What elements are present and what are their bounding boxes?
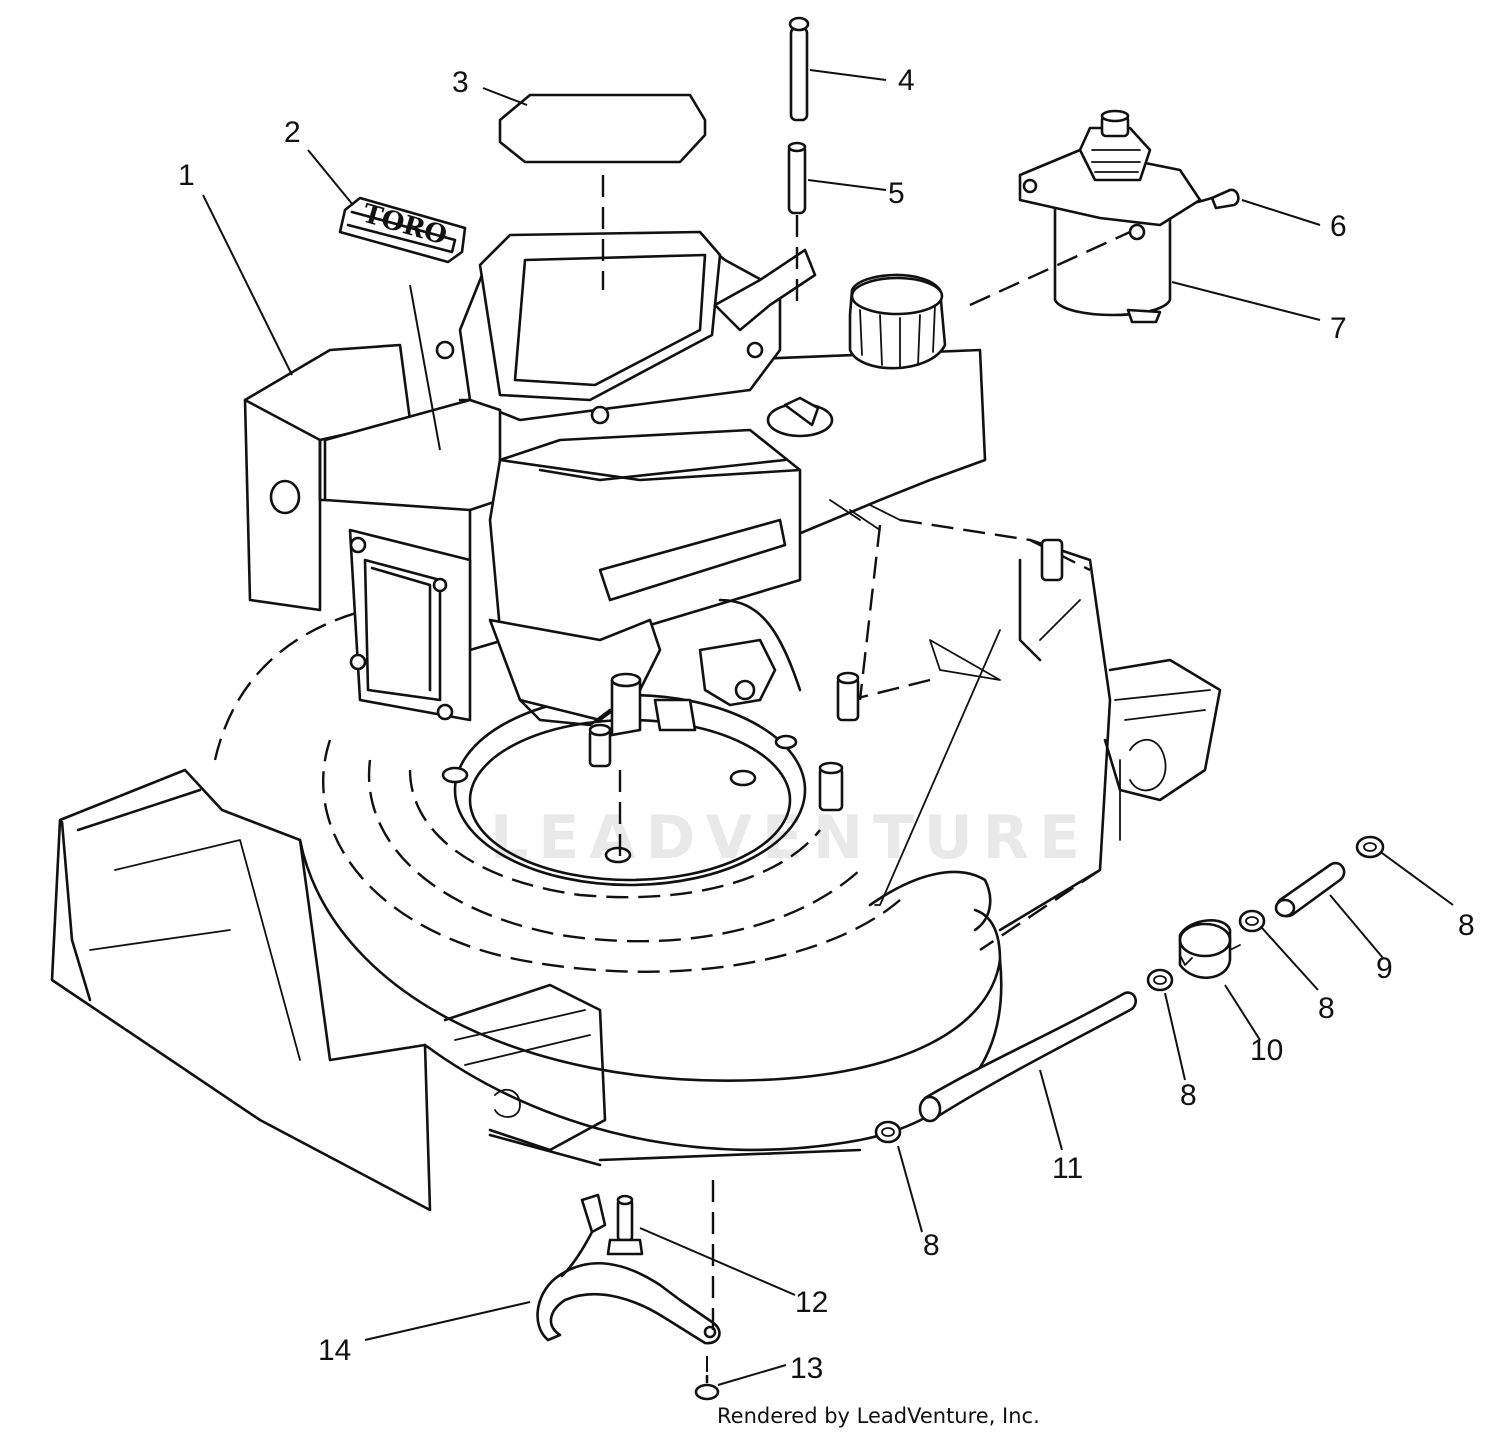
callout-8b: 8 — [1318, 992, 1335, 1025]
dipstick-parts — [787, 16, 810, 215]
callout-12: 12 — [795, 1286, 828, 1319]
callout-5: 5 — [888, 177, 905, 210]
callout-9: 9 — [1376, 952, 1393, 985]
callout-13: 13 — [790, 1352, 823, 1385]
watermark: LEADVENTURE — [490, 803, 1090, 873]
engine — [243, 230, 987, 768]
callout-6: 6 — [1330, 210, 1347, 243]
callout-8c: 8 — [1180, 1079, 1197, 1112]
callout-8d: 8 — [923, 1229, 940, 1262]
assembly-lines — [409, 175, 1131, 1372]
starter-motor — [1018, 109, 1240, 324]
callout-10: 10 — [1250, 1034, 1283, 1067]
fuel-hoses — [874, 835, 1385, 1144]
lower-hardware — [536, 1193, 721, 1401]
callout-7: 7 — [1330, 312, 1347, 345]
callout-8a: 8 — [1458, 909, 1475, 942]
toro-decal: TORO — [338, 196, 467, 264]
credit-text: Rendered by LeadVenture, Inc. — [717, 1404, 1040, 1428]
leader-lines — [202, 69, 1454, 1386]
callout-14: 14 — [318, 1334, 351, 1367]
callouts: 1 2 3 4 5 6 7 8 8 8 8 9 10 11 12 13 14 — [178, 64, 1475, 1385]
callout-3: 3 — [452, 66, 469, 99]
callout-11: 11 — [1052, 1152, 1083, 1185]
callout-4: 4 — [898, 64, 915, 97]
callout-2: 2 — [284, 116, 301, 149]
air-filter — [498, 93, 707, 164]
callout-1: 1 — [178, 159, 195, 192]
